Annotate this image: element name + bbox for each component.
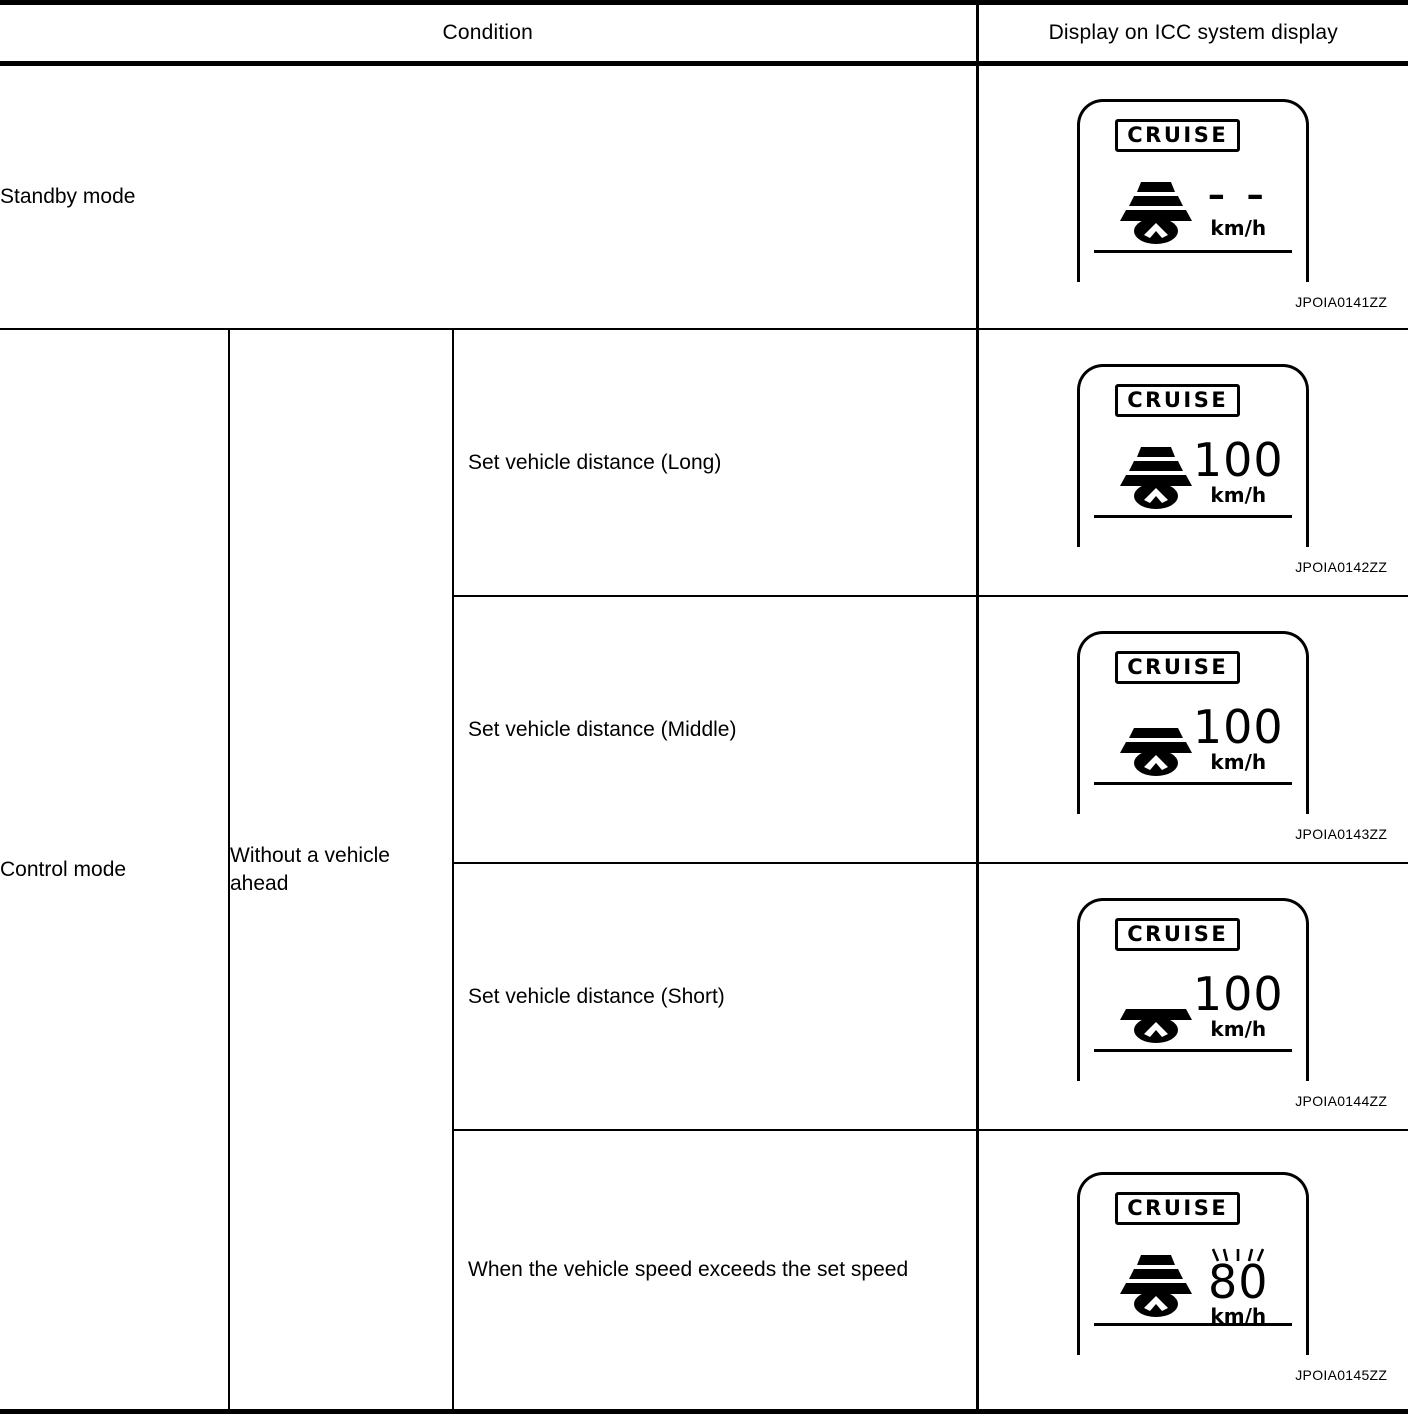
figure-code-row: JPOIA0141ZZ: [983, 286, 1403, 312]
table-row: Control mode Without a vehicle ahead Set…: [0, 329, 1408, 1414]
vehicle-distance-bars-icon: [1108, 445, 1204, 509]
panel-separator-line: [1094, 1049, 1293, 1052]
speed-flashing-marks-icon: [1184, 1247, 1292, 1263]
speed-value: 100: [1192, 700, 1284, 754]
cruise-badge: CRUISE: [1115, 651, 1241, 685]
speed-readout: 100 km/h: [1184, 700, 1292, 774]
cruise-badge: CRUISE: [1115, 1191, 1241, 1225]
table-header: Condition Display on ICC system display: [0, 0, 1408, 66]
row-short-display-cell: CRUISE 100 km/h: [975, 863, 1408, 1131]
panel-separator-line: [1094, 1322, 1293, 1326]
icc-display-panel: CRUISE –: [1077, 98, 1310, 282]
vehicle-distance-bars-icon: [1108, 979, 1204, 1043]
icc-figure: CRUISE 100: [983, 615, 1403, 818]
speed-value: 80: [1207, 1254, 1269, 1309]
speed-value: 100: [1192, 433, 1284, 487]
icc-figure: CRUISE 100 km/h: [983, 882, 1403, 1085]
speed-unit: km/h: [1210, 749, 1267, 774]
figure-code: JPOIA0144ZZ: [1295, 1093, 1388, 1109]
table-row: Set vehicle distance (Short) CRUISE: [0, 863, 1408, 1131]
cruise-badge: CRUISE: [1115, 918, 1241, 952]
figure-code-row: JPOIA0142ZZ: [983, 551, 1403, 577]
figure-code: JPOIA0145ZZ: [1295, 1366, 1388, 1383]
table-row: Set vehicle distance (Middle) CRUISE: [0, 596, 1408, 864]
icc-display-panel: CRUISE: [1077, 1171, 1310, 1355]
header-condition: Condition: [0, 0, 978, 66]
vehicle-distance-bars-icon: [1108, 1253, 1204, 1317]
icc-display-panel: CRUISE 1: [1077, 364, 1310, 547]
figure-code: JPOIA0142ZZ: [1295, 559, 1388, 575]
figure-code: JPOIA0141ZZ: [1295, 293, 1388, 310]
header-display: Display on ICC system display: [975, 0, 1408, 66]
cruise-badge: CRUISE: [1115, 118, 1241, 152]
table-row: When the vehicle speed exceeds the set s…: [0, 1130, 1408, 1414]
table-body: Standby mode CRUISE: [0, 63, 1408, 1414]
row-exceeds-display-cell: CRUISE: [975, 1130, 1408, 1414]
speed-unit: km/h: [1210, 482, 1267, 507]
row-middle-display-cell: CRUISE 100: [975, 596, 1408, 864]
panel-separator-line: [1094, 515, 1293, 518]
row-standby-condition: Standby mode: [0, 63, 978, 330]
row-detail-exceeds-set-speed: When the vehicle speed exceeds the set s…: [451, 1130, 978, 1414]
speed-readout: 100 km/h: [1184, 967, 1292, 1041]
icc-figure: CRUISE 1: [983, 348, 1403, 551]
vehicle-distance-bars-icon: [1108, 712, 1204, 776]
icc-display-panel: CRUISE 100 km/h: [1077, 898, 1310, 1081]
speed-readout: 80 km/h: [1184, 1247, 1292, 1329]
icc-figure: CRUISE –: [983, 83, 1403, 286]
cruise-badge: CRUISE: [1115, 384, 1241, 418]
row-long-display-cell: CRUISE 1: [975, 329, 1408, 597]
panel-separator-line: [1094, 782, 1293, 785]
speed-value: – –: [1207, 174, 1269, 215]
figure-code-row: JPOIA0143ZZ: [983, 818, 1403, 844]
speed-readout: – – km/h: [1184, 174, 1292, 241]
row-detail-short: Set vehicle distance (Short): [451, 863, 978, 1131]
vehicle-distance-bars-icon: [1108, 180, 1204, 244]
icc-display-panel: CRUISE 100: [1077, 631, 1310, 814]
row-detail-middle: Set vehicle distance (Middle): [451, 596, 978, 864]
icc-figure: CRUISE: [983, 1156, 1403, 1359]
speed-unit: km/h: [1210, 1304, 1267, 1329]
row-without-vehicle-ahead-label: Without a vehicle ahead: [228, 329, 453, 1414]
speed-unit: km/h: [1210, 216, 1267, 240]
figure-code-row: JPOIA0145ZZ: [983, 1359, 1403, 1385]
figure-code: JPOIA0143ZZ: [1295, 826, 1388, 842]
row-control-mode-label: Control mode: [0, 329, 229, 1414]
speed-unit: km/h: [1210, 1016, 1267, 1041]
figure-code-row: JPOIA0144ZZ: [983, 1085, 1403, 1111]
row-standby-display-cell: CRUISE –: [975, 63, 1408, 330]
header-row: Condition Display on ICC system display: [0, 0, 1408, 66]
panel-separator-line: [1094, 249, 1293, 253]
speed-value: 100: [1192, 967, 1284, 1021]
table-row: Standby mode CRUISE: [0, 63, 1408, 330]
row-detail-long: Set vehicle distance (Long): [451, 329, 978, 597]
speed-readout: 100 km/h: [1184, 433, 1292, 507]
